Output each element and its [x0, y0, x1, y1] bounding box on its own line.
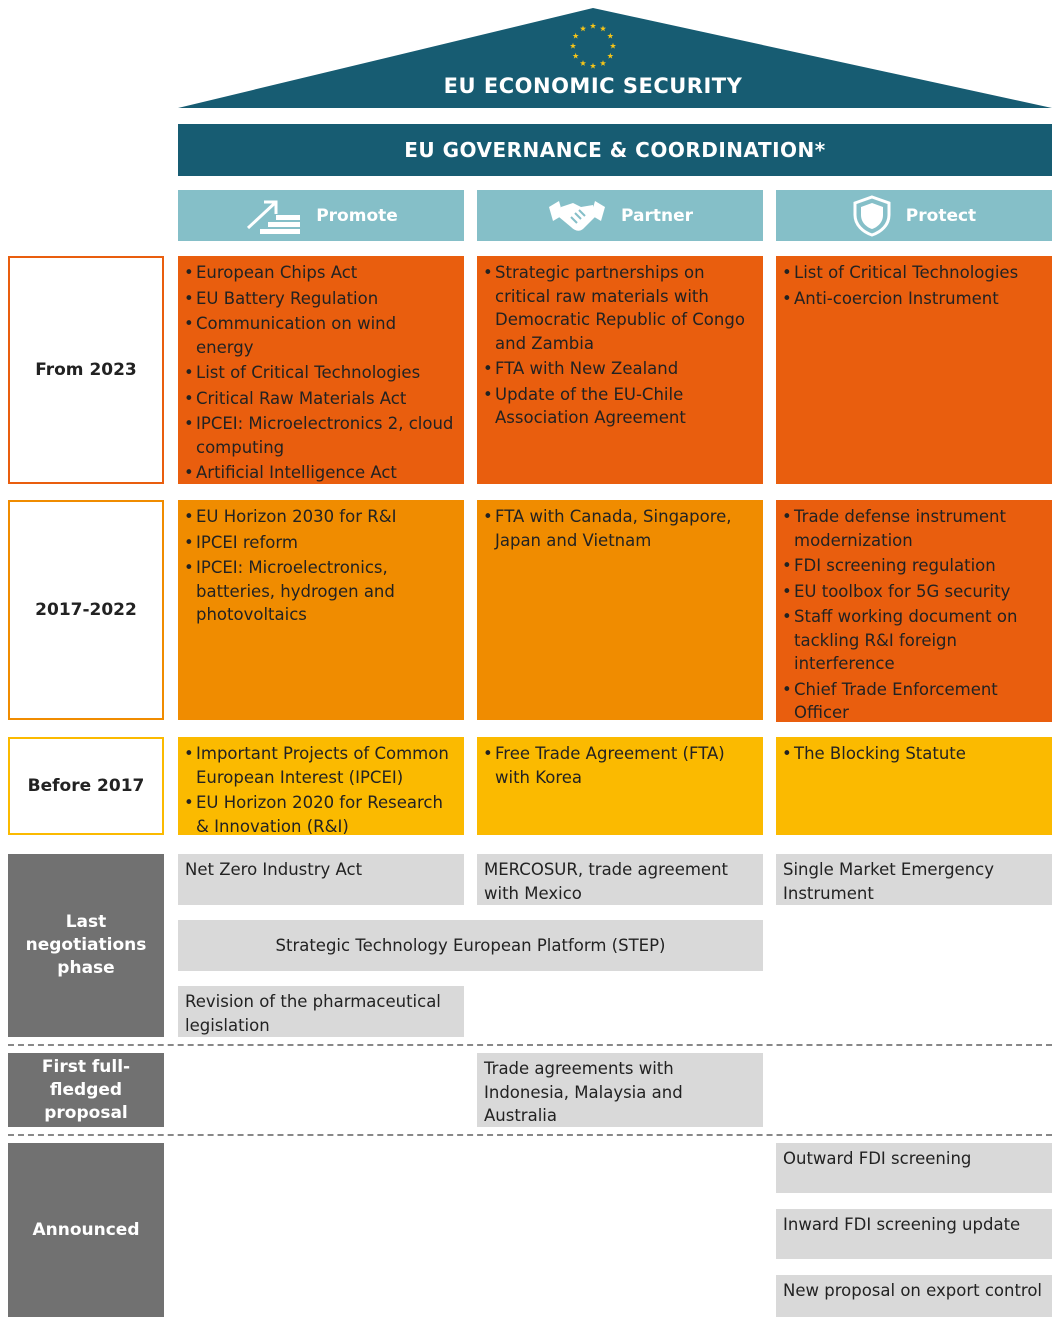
eu-star	[572, 52, 579, 59]
list-item: List of Critical Technologies	[782, 261, 1046, 285]
item-step-platform: Strategic Technology European Platform (…	[178, 920, 763, 971]
eu-star	[599, 25, 607, 32]
roof-graphic	[178, 8, 1052, 108]
cell-from-2023-protect: List of Critical TechnologiesAnti-coerci…	[776, 256, 1052, 484]
row-label-2017-2022: 2017-2022	[8, 500, 164, 720]
list-item: Important Projects of Common European In…	[184, 742, 458, 789]
row-label-from-2023: From 2023	[8, 256, 164, 484]
list-item: Artificial Intelligence Act	[184, 461, 458, 485]
list-item: EU Battery Regulation	[184, 287, 458, 311]
list-item: IPCEI: Microelectronics, batteries, hydr…	[184, 556, 458, 627]
eu-star	[607, 52, 614, 59]
page-title: EU ECONOMIC SECURITY	[443, 74, 743, 98]
pillar-promote-label: Promote	[316, 205, 398, 226]
eu-star	[579, 60, 587, 66]
eu-star	[607, 32, 614, 39]
list-item: Trade defense instrument modernization	[782, 505, 1046, 552]
list-item: IPCEI: Microelectronics 2, cloud computi…	[184, 412, 458, 459]
list-item: List of Critical Technologies	[184, 361, 458, 385]
eu-star	[589, 62, 597, 69]
list-item: Strategic partnerships on critical raw m…	[483, 261, 757, 355]
eu-star	[572, 32, 579, 39]
list-item: Critical Raw Materials Act	[184, 387, 458, 411]
pillar-protect-label: Protect	[905, 205, 977, 226]
list-item: Free Trade Agreement (FTA) with Korea	[483, 742, 757, 789]
eu-star	[589, 22, 597, 29]
eu-star	[569, 42, 577, 49]
cell-2017-2022-protect: Trade defense instrument modernizationFD…	[776, 500, 1052, 722]
governance-banner: EU GOVERNANCE & COORDINATION*	[178, 124, 1052, 176]
pillar-partner-label: Partner	[620, 205, 693, 226]
pillar-protect: Protect	[776, 190, 1052, 241]
list-item: The Blocking Statute	[782, 742, 1046, 766]
divider	[8, 1044, 1052, 1046]
phase-label-first-proposal: First full-fledged proposal	[8, 1053, 164, 1127]
item-pharma-legislation: Revision of the pharmaceutical legislati…	[178, 986, 464, 1037]
item-mercosur-mexico: MERCOSUR, trade agreement with Mexico	[477, 854, 763, 905]
eu-stars-icon	[569, 22, 617, 69]
row-label-before-2017: Before 2017	[8, 737, 164, 835]
list-item: EU Horizon 2030 for R&I	[184, 505, 458, 529]
eu-star	[579, 25, 587, 32]
list-item: Communication on wind energy	[184, 312, 458, 359]
cell-2017-2022-promote: EU Horizon 2030 for R&IIPCEI reformIPCEI…	[178, 500, 464, 720]
phase-label-last-negotiations: Last negotiations phase	[8, 854, 164, 1037]
list-item: Update of the EU-Chile Association Agree…	[483, 383, 757, 430]
eu-star	[599, 60, 607, 66]
cell-2017-2022-partner: FTA with Canada, Singapore, Japan and Vi…	[477, 500, 763, 720]
list-item: EU toolbox for 5G security	[782, 580, 1046, 604]
item-export-control-proposal: New proposal on export control	[776, 1275, 1052, 1317]
list-item: FTA with New Zealand	[483, 357, 757, 381]
shield-icon	[853, 194, 891, 237]
pillar-partner: Partner	[477, 190, 763, 241]
item-net-zero-industry-act: Net Zero Industry Act	[178, 854, 464, 905]
item-single-market-emergency: Single Market Emergency Instrument	[776, 854, 1052, 905]
stairs-arrow-icon	[247, 200, 301, 234]
cell-before-2017-partner: Free Trade Agreement (FTA) with Korea	[477, 737, 763, 835]
item-outward-fdi-screening: Outward FDI screening	[776, 1143, 1052, 1193]
divider	[8, 1134, 1052, 1136]
list-item: European Chips Act	[184, 261, 458, 285]
list-item: FDI screening regulation	[782, 554, 1046, 578]
eu-star	[609, 42, 617, 49]
list-item: Chief Trade Enforcement Officer	[782, 678, 1046, 725]
list-item: EU Horizon 2020 for Research & Innovatio…	[184, 791, 458, 838]
list-item: IPCEI reform	[184, 531, 458, 555]
cell-from-2023-promote: European Chips ActEU Battery RegulationC…	[178, 256, 464, 484]
handshake-icon	[548, 200, 605, 231]
list-item: FTA with Canada, Singapore, Japan and Vi…	[483, 505, 757, 552]
list-item: Staff working document on tackling R&I f…	[782, 605, 1046, 676]
cell-before-2017-protect: The Blocking Statute	[776, 737, 1052, 835]
cell-from-2023-partner: Strategic partnerships on critical raw m…	[477, 256, 763, 484]
list-item: Anti-coercion Instrument	[782, 287, 1046, 311]
pillar-promote: Promote	[178, 190, 464, 241]
item-trade-agreements-asia-pacific: Trade agreements with Indonesia, Malaysi…	[477, 1053, 763, 1127]
phase-label-announced: Announced	[8, 1143, 164, 1317]
item-inward-fdi-update: Inward FDI screening update	[776, 1209, 1052, 1259]
cell-before-2017-promote: Important Projects of Common European In…	[178, 737, 464, 838]
